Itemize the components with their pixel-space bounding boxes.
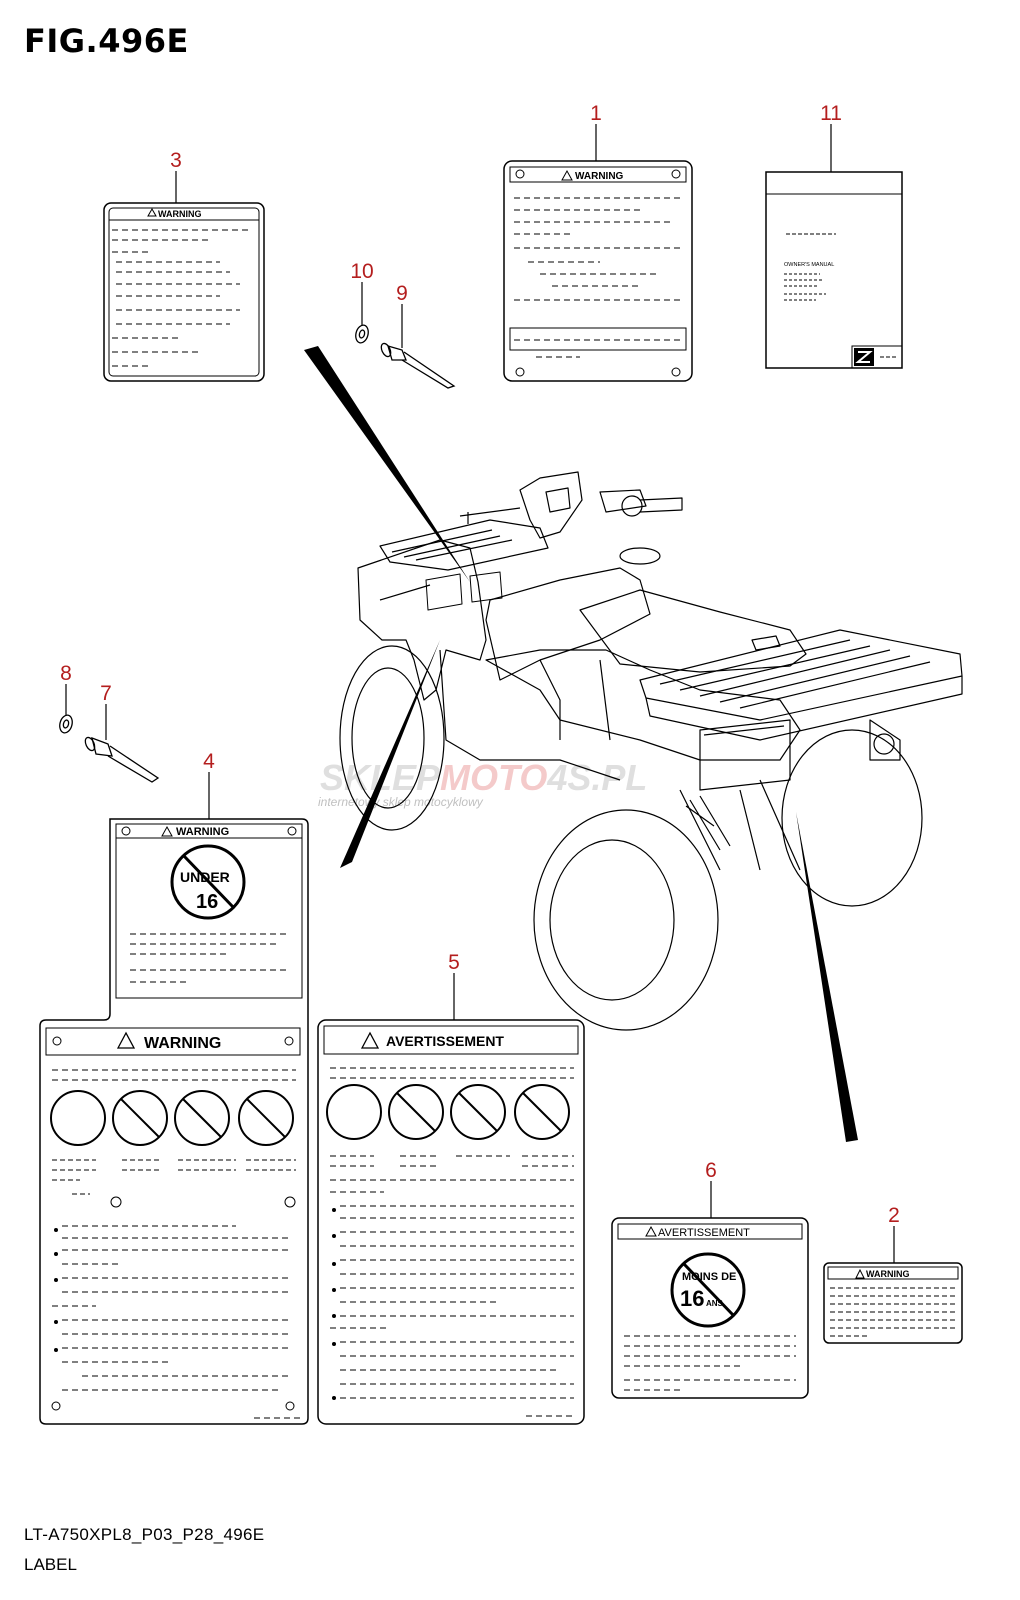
- ans-text: ANS: [706, 1299, 724, 1308]
- no-road-icon: [112, 1090, 168, 1146]
- atv-illustration: [339, 471, 963, 1031]
- figure-caption: LABEL: [24, 1555, 77, 1574]
- svg-text:SKLEPMOTO4S.PL: SKLEPMOTO4S.PL: [320, 757, 647, 798]
- rivet-part-7: [84, 736, 160, 783]
- figure-title: FIG.496E: [24, 22, 189, 60]
- callout-1: 1: [590, 102, 602, 125]
- pointer-wedges: [304, 346, 858, 1142]
- callout-3: 3: [170, 149, 182, 172]
- no-alcohol-icon: [238, 1090, 294, 1146]
- callout-10: 10: [350, 260, 373, 283]
- label-part-5: AVERTISSEMENT: [317, 1019, 585, 1425]
- watermark-tagline: internetowy sklep motocyklowy: [318, 795, 484, 809]
- rider-helmet-icon: [326, 1084, 382, 1140]
- no-passenger-icon: [450, 1084, 506, 1140]
- watermark-brand-right: 4S.PL: [546, 757, 647, 798]
- warning-text: WARNING: [144, 1035, 221, 1052]
- model-code: LT-A750XPL8_P03_P28_496E: [24, 1525, 265, 1544]
- under-text: UNDER: [180, 869, 230, 885]
- pointer-wedge-upper-left: [304, 346, 470, 582]
- avertissement-text: AVERTISSEMENT: [386, 1033, 504, 1049]
- no-road-icon: [388, 1084, 444, 1140]
- callout-6: 6: [705, 1159, 717, 1182]
- label-part-2: WARNING: [823, 1262, 963, 1344]
- callout-4: 4: [203, 750, 215, 773]
- owners-manual-text: OWNER'S MANUAL: [784, 262, 834, 268]
- rivet-part-9: [380, 342, 456, 389]
- owners-manual-part-11: OWNER'S MANUAL: [765, 171, 903, 369]
- watermark: SKLEPMOTO4S.PL internetowy sklep motocyk…: [318, 757, 647, 809]
- label-part-4: WARNING UNDER 16 WARNING: [39, 818, 309, 1425]
- age-16-text: 16: [196, 891, 218, 913]
- callout-2: 2: [888, 1204, 900, 1227]
- callout-9: 9: [396, 282, 408, 305]
- rider-helmet-icon: [50, 1090, 106, 1146]
- warning-text: WARNING: [176, 826, 229, 838]
- label-part-6: AVERTISSEMENT MOINS DE 16 ANS: [611, 1217, 809, 1399]
- label-part-3: WARNING: [103, 202, 265, 382]
- no-alcohol-icon: [514, 1084, 570, 1140]
- callout-numbers: 1 2 3 4 5 6 7 8 9 10 11: [60, 102, 900, 1227]
- callout-leaders: [65, 124, 895, 1263]
- callout-7: 7: [100, 682, 112, 705]
- warning-text: WARNING: [866, 1269, 910, 1279]
- callout-5: 5: [448, 951, 460, 974]
- age-16-text: 16: [680, 1286, 704, 1311]
- label-part-1: WARNING: [503, 160, 693, 382]
- washer-part-8: [59, 714, 73, 734]
- avertissement-text: AVERTISSEMENT: [658, 1227, 750, 1239]
- callout-8: 8: [60, 662, 72, 685]
- watermark-brand-mid: MOTO: [440, 757, 547, 798]
- warning-text: WARNING: [575, 171, 624, 182]
- pointer-wedge-lower-left: [340, 640, 440, 868]
- no-passenger-icon: [174, 1090, 230, 1146]
- warning-text: WARNING: [158, 209, 202, 219]
- callout-11: 11: [820, 102, 842, 125]
- moins-de-text: MOINS DE: [682, 1271, 736, 1283]
- washer-part-10: [355, 324, 369, 344]
- pointer-wedge-lower-right: [796, 812, 858, 1142]
